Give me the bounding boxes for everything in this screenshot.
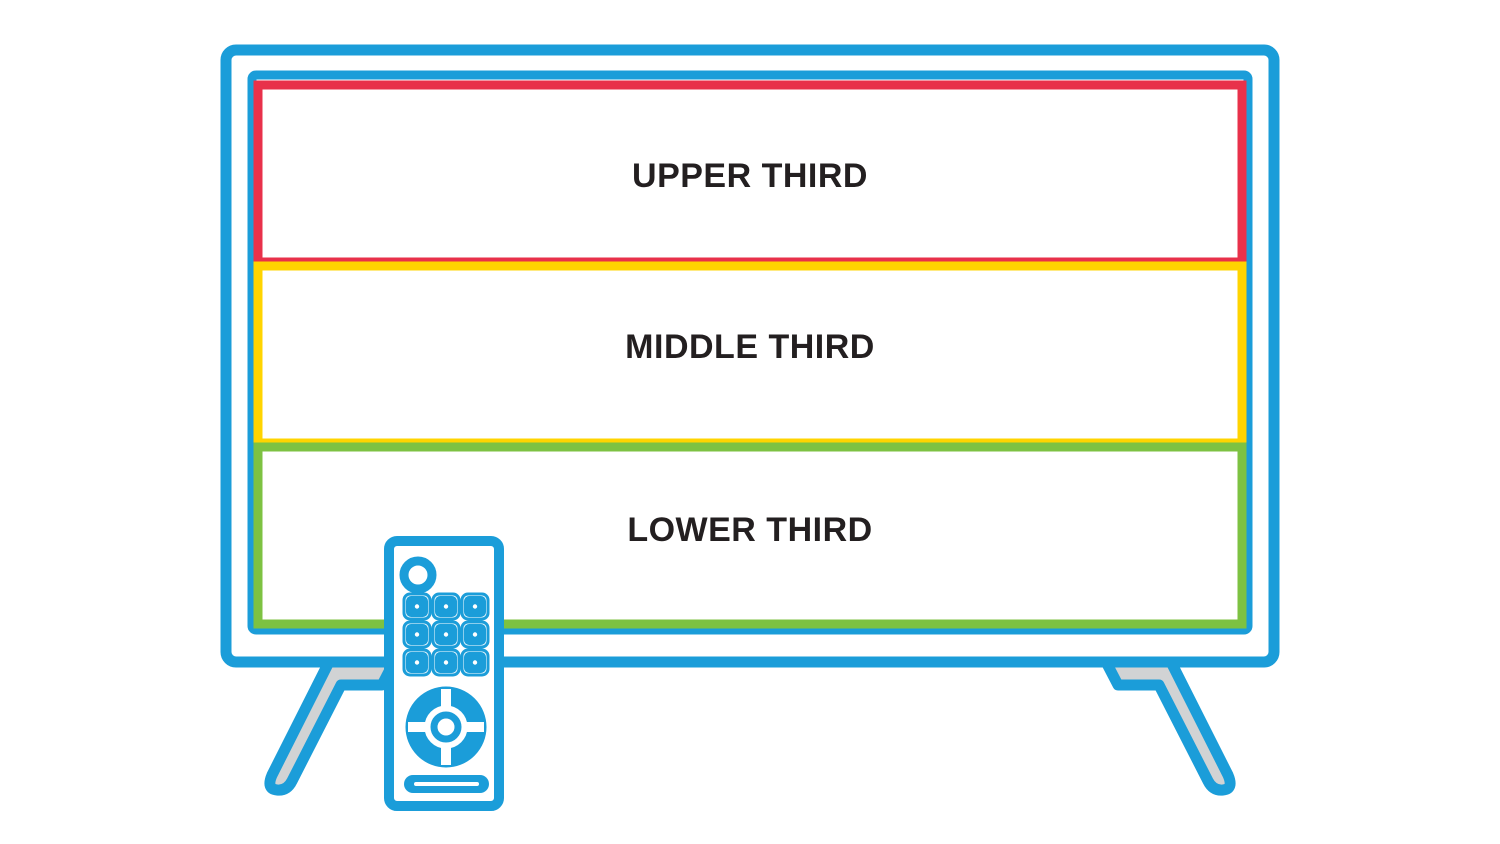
dpad-gap-north: [441, 689, 451, 707]
right-leg: [1099, 654, 1236, 796]
dpad-gap-west: [408, 722, 426, 732]
zone-middle-third[interactable]: MIDDLE THIRD: [253, 261, 1247, 448]
key-8-dot: [443, 660, 449, 665]
rule-of-thirds-zones: UPPER THIRD MIDDLE THIRD LOWER THIRD: [253, 80, 1247, 629]
zone-middle-third-label: MIDDLE THIRD: [625, 328, 875, 366]
key-7-dot: [414, 660, 420, 665]
key-3-dot: [472, 604, 478, 609]
key-2-dot: [443, 604, 449, 609]
dpad-gap-south: [441, 747, 451, 765]
zone-upper-third-label: UPPER THIRD: [632, 157, 868, 195]
remote-keypad: [402, 592, 490, 677]
tv-stand: [264, 654, 1236, 796]
key-2-outline: [431, 592, 461, 621]
key-7-outline: [402, 648, 432, 677]
key-8-outline: [431, 648, 461, 677]
right-leg-shape: [1099, 654, 1236, 796]
key-9-outline: [460, 648, 490, 677]
key-9-dot: [472, 660, 478, 665]
key-6-dot: [472, 632, 478, 637]
dpad-ring[interactable]: [405, 686, 487, 768]
key-1-outline: [402, 592, 432, 621]
tv-remote-control[interactable]: [384, 536, 504, 811]
zone-lower-third-label: LOWER THIRD: [627, 511, 872, 549]
key-6-outline: [460, 620, 490, 649]
dpad-gap-east: [466, 722, 484, 732]
key-5-dot: [443, 632, 449, 637]
power-button[interactable]: [399, 556, 437, 594]
key-4-dot: [414, 632, 420, 637]
key-1-dot: [414, 604, 420, 609]
key-3-outline: [460, 592, 490, 621]
menu-bar-button[interactable]: [404, 775, 489, 793]
left-leg: [264, 654, 401, 796]
left-leg-shape: [264, 654, 401, 796]
zone-upper-third[interactable]: UPPER THIRD: [253, 80, 1247, 267]
key-4-outline: [402, 620, 432, 649]
dpad-ok-button[interactable]: [430, 711, 462, 743]
key-5-outline: [431, 620, 461, 649]
